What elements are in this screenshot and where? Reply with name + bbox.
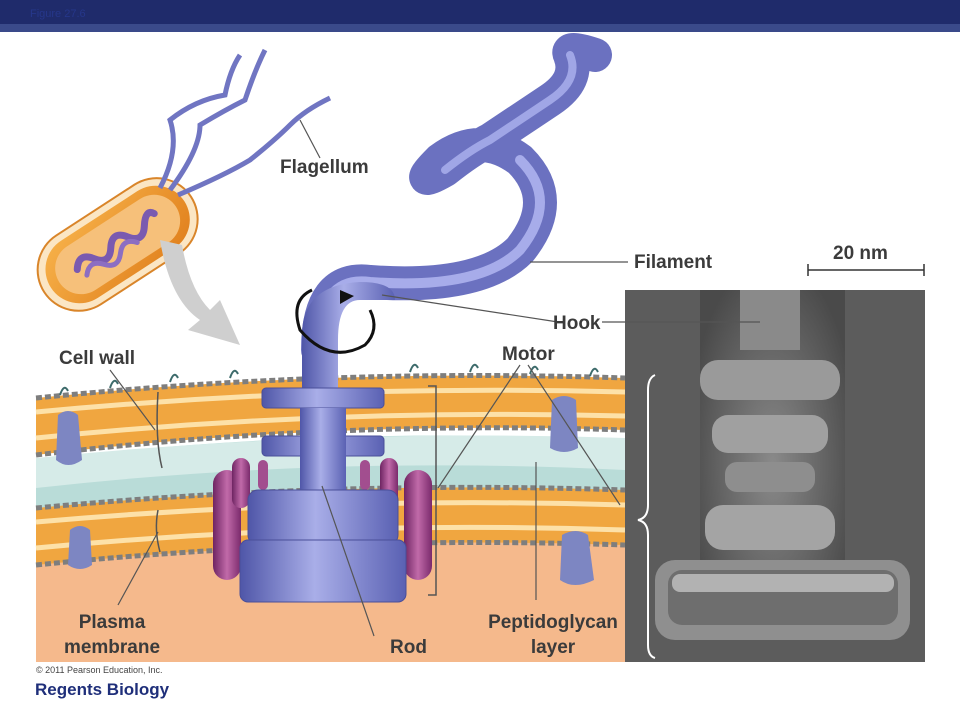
membrane-protein	[68, 526, 92, 569]
motor-assembly	[213, 387, 432, 603]
label-peptidoglycan-line1: Peptidoglycan	[488, 612, 618, 633]
rotation-arrow	[295, 288, 376, 354]
hook-tube	[302, 282, 395, 410]
label-plasma-membrane-line2: membrane	[64, 637, 160, 658]
electron-micrograph	[625, 290, 925, 662]
label-peptidoglycan-line2: layer	[531, 637, 576, 658]
figure-tag: Figure 27.6	[30, 8, 86, 20]
label-motor: Motor	[502, 344, 555, 365]
label-filament: Filament	[634, 252, 713, 273]
zoom-arrow	[160, 240, 240, 345]
bacterium-cell	[36, 48, 332, 345]
leader-lines	[109, 119, 760, 637]
label-plasma-membrane-line1: Plasma	[79, 612, 146, 633]
label-rod: Rod	[390, 637, 427, 658]
header-bar	[0, 0, 960, 24]
flagellum-structure	[295, 33, 612, 410]
membrane-protein	[56, 411, 82, 465]
label-hook: Hook	[553, 313, 601, 334]
label-cell-wall: Cell wall	[59, 348, 135, 369]
motor-bracket	[428, 385, 437, 596]
em-motor-bracket	[637, 374, 656, 659]
footer-title: Regents Biology	[35, 680, 170, 699]
header-accent-bar	[0, 24, 960, 32]
cell-wall-bracket	[156, 391, 163, 469]
label-flagellum: Flagellum	[280, 157, 369, 178]
label-scale: 20 nm	[833, 243, 888, 264]
plasma-membrane-bracket	[155, 509, 161, 553]
copyright-credit: © 2011 Pearson Education, Inc.	[36, 665, 163, 675]
membrane-protein	[560, 531, 594, 585]
